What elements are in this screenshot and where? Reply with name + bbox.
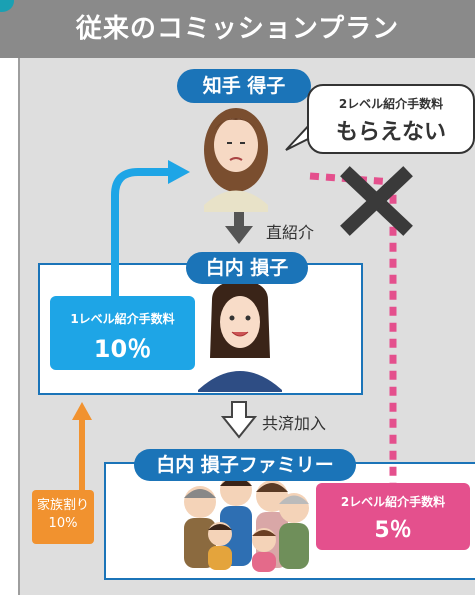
direct-arrow-shaft — [234, 211, 244, 227]
middle-person-illustration — [198, 280, 282, 392]
direct-referral-label: 直紹介 — [266, 223, 315, 242]
page-title: 従来のコミッションプラン — [75, 14, 400, 44]
family-discount-box: 家族割り 10% — [32, 490, 94, 544]
header-bar — [0, 0, 475, 58]
level1-arrow — [111, 168, 172, 300]
speech-bubble: 2レベル紹介手数料 もらえない — [307, 84, 475, 154]
top-person-illustration — [204, 108, 268, 212]
join-label: 共済加入 — [262, 414, 327, 433]
middle-person-name: 白内 損子 — [186, 252, 308, 284]
level1-commission-box: 1レベル紹介手数料 10％ — [50, 296, 195, 370]
direct-arrowhead — [225, 226, 253, 244]
level1-commission-value: 10％ — [93, 335, 152, 363]
family-arrow-shaft — [79, 418, 85, 490]
speech-bubble-line1: 2レベル紹介手数料 — [338, 97, 444, 111]
level2-commission-value: 5％ — [374, 518, 412, 543]
family-arrowhead — [72, 402, 92, 420]
join-arrow — [220, 401, 258, 439]
top-person-name: 知手 得子 — [177, 69, 311, 103]
cross-mark — [340, 166, 413, 236]
level1-arrowhead — [168, 160, 190, 184]
level2-commission-title: 2レベル紹介手数料 — [340, 495, 446, 509]
family-discount-line2: 10% — [48, 516, 78, 531]
level1-commission-title: 1レベル紹介手数料 — [70, 312, 175, 326]
level2-commission-box: 2レベル紹介手数料 5％ — [316, 483, 470, 550]
family-name: 白内 損子ファミリー — [134, 449, 356, 481]
speech-bubble-line2: もらえない — [335, 120, 446, 145]
family-illustration — [184, 474, 309, 572]
family-discount-line1: 家族割り — [36, 498, 89, 513]
